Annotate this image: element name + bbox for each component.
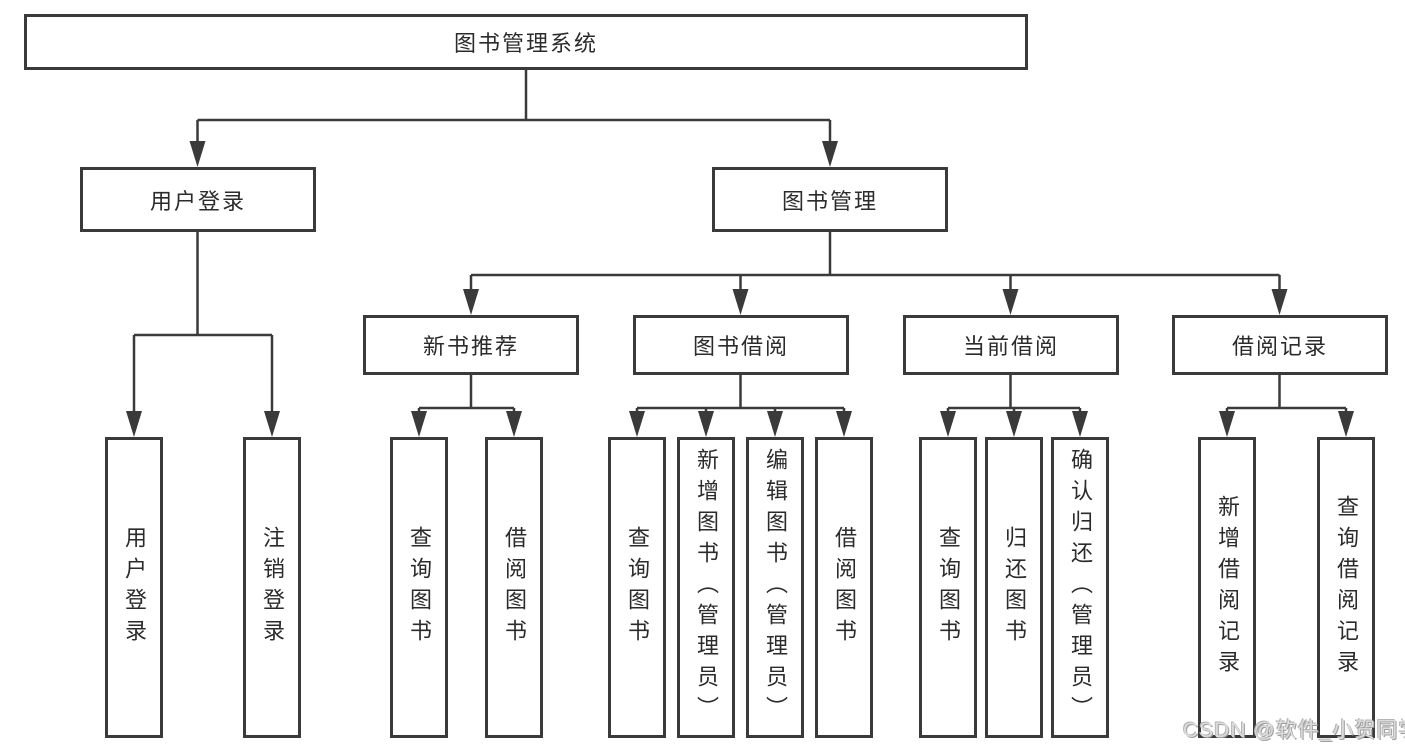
leaf-user-login: 用户登录 [105,437,163,738]
node-borrow-records: 借阅记录 [1172,315,1388,375]
node-user-login: 用户登录 [80,167,316,232]
node-library-management-system: 图书管理系统 [24,14,1028,70]
leaf-confirm-return-admin: 确认归还（管理员） [1051,437,1109,738]
leaf-query-books-current: 查询图书 [919,437,977,738]
leaf-query-borrow-record: 查询借阅记录 [1317,437,1375,738]
leaf-query-books-borrow: 查询图书 [608,437,666,738]
leaf-logout: 注销登录 [243,437,301,738]
node-book-management: 图书管理 [712,167,948,232]
leaf-borrow-books-recommend: 借阅图书 [485,437,543,738]
csdn-watermark: CSDN @软件_小贺同学 [1183,719,1405,742]
leaf-borrow-books: 借阅图书 [815,437,873,738]
node-current-borrow: 当前借阅 [903,315,1119,375]
leaf-return-books: 归还图书 [985,437,1043,738]
node-new-book-recommend: 新书推荐 [363,315,579,375]
leaf-edit-book-admin: 编辑图书（管理员） [746,437,804,738]
leaf-add-borrow-record: 新增借阅记录 [1198,437,1256,738]
leaf-query-books-recommend: 查询图书 [390,437,448,738]
leaf-add-book-admin: 新增图书（管理员） [677,437,735,738]
node-book-borrow: 图书借阅 [633,315,849,375]
